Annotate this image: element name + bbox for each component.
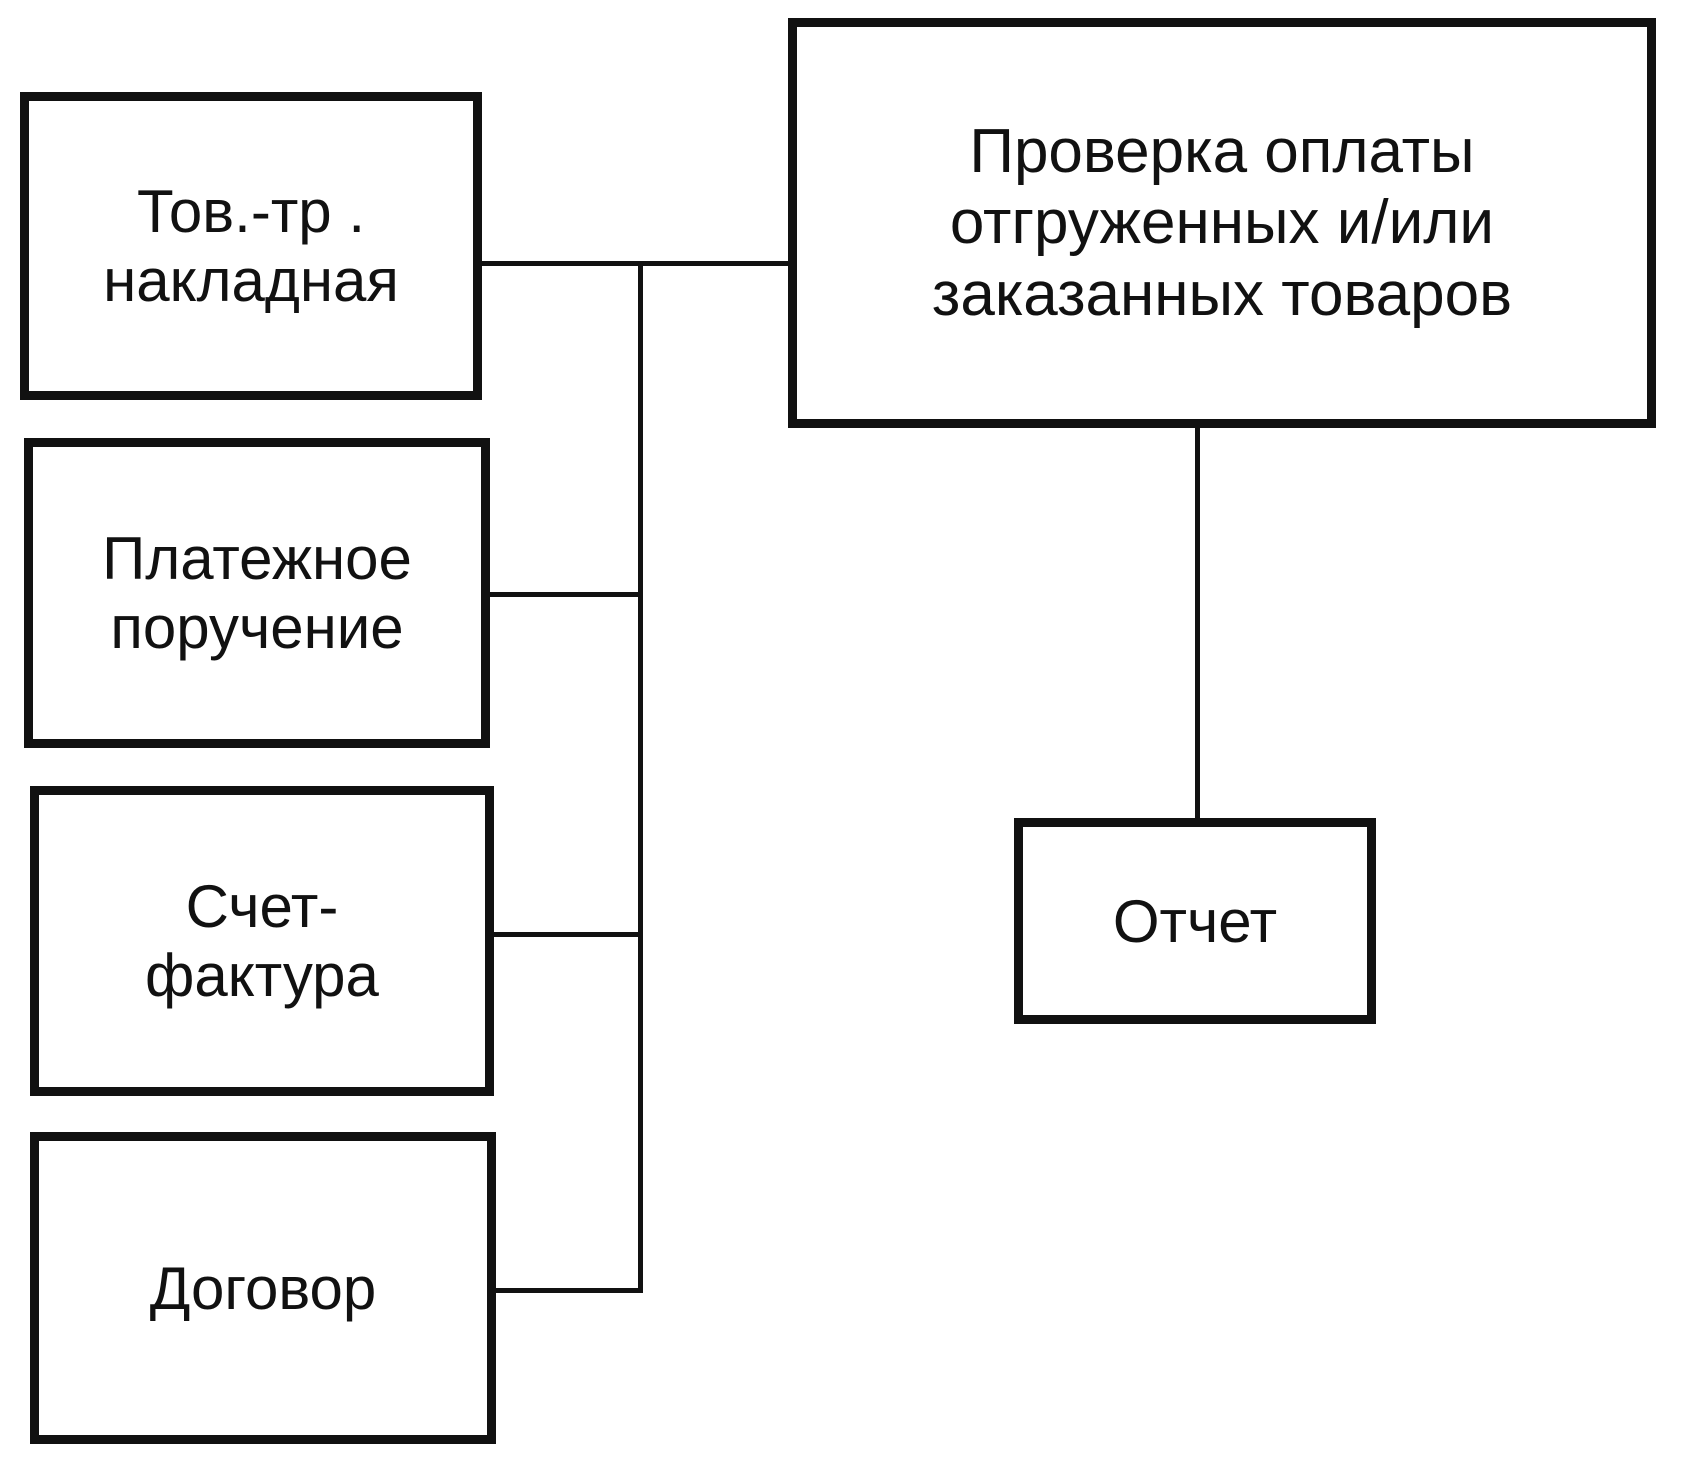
connector-check-to-report xyxy=(1195,424,1200,822)
connector-trunk-vertical xyxy=(638,261,643,1291)
payment-check-box: Проверка оплаты отгруженных и/или заказа… xyxy=(788,18,1656,428)
contract-label: Договор xyxy=(149,1254,377,1322)
report-label: Отчет xyxy=(1112,887,1278,955)
waybill-box: Тов.-тр . накладная xyxy=(20,92,482,400)
payment-order-label: Платежное поручение xyxy=(102,525,412,661)
payment-order-box: Платежное поручение xyxy=(24,438,490,748)
connector-waybill-to-check xyxy=(474,261,790,266)
contract-box: Договор xyxy=(30,1132,496,1444)
connector-invoice xyxy=(490,932,643,937)
connector-contract xyxy=(492,1288,643,1293)
invoice-label: Счет- фактура xyxy=(145,873,379,1009)
waybill-label: Тов.-тр . накладная xyxy=(103,178,399,314)
invoice-box: Счет- фактура xyxy=(30,786,494,1096)
report-box: Отчет xyxy=(1014,818,1376,1024)
payment-check-label: Проверка оплаты отгруженных и/или заказа… xyxy=(931,117,1513,329)
connector-payment-order xyxy=(482,592,643,597)
